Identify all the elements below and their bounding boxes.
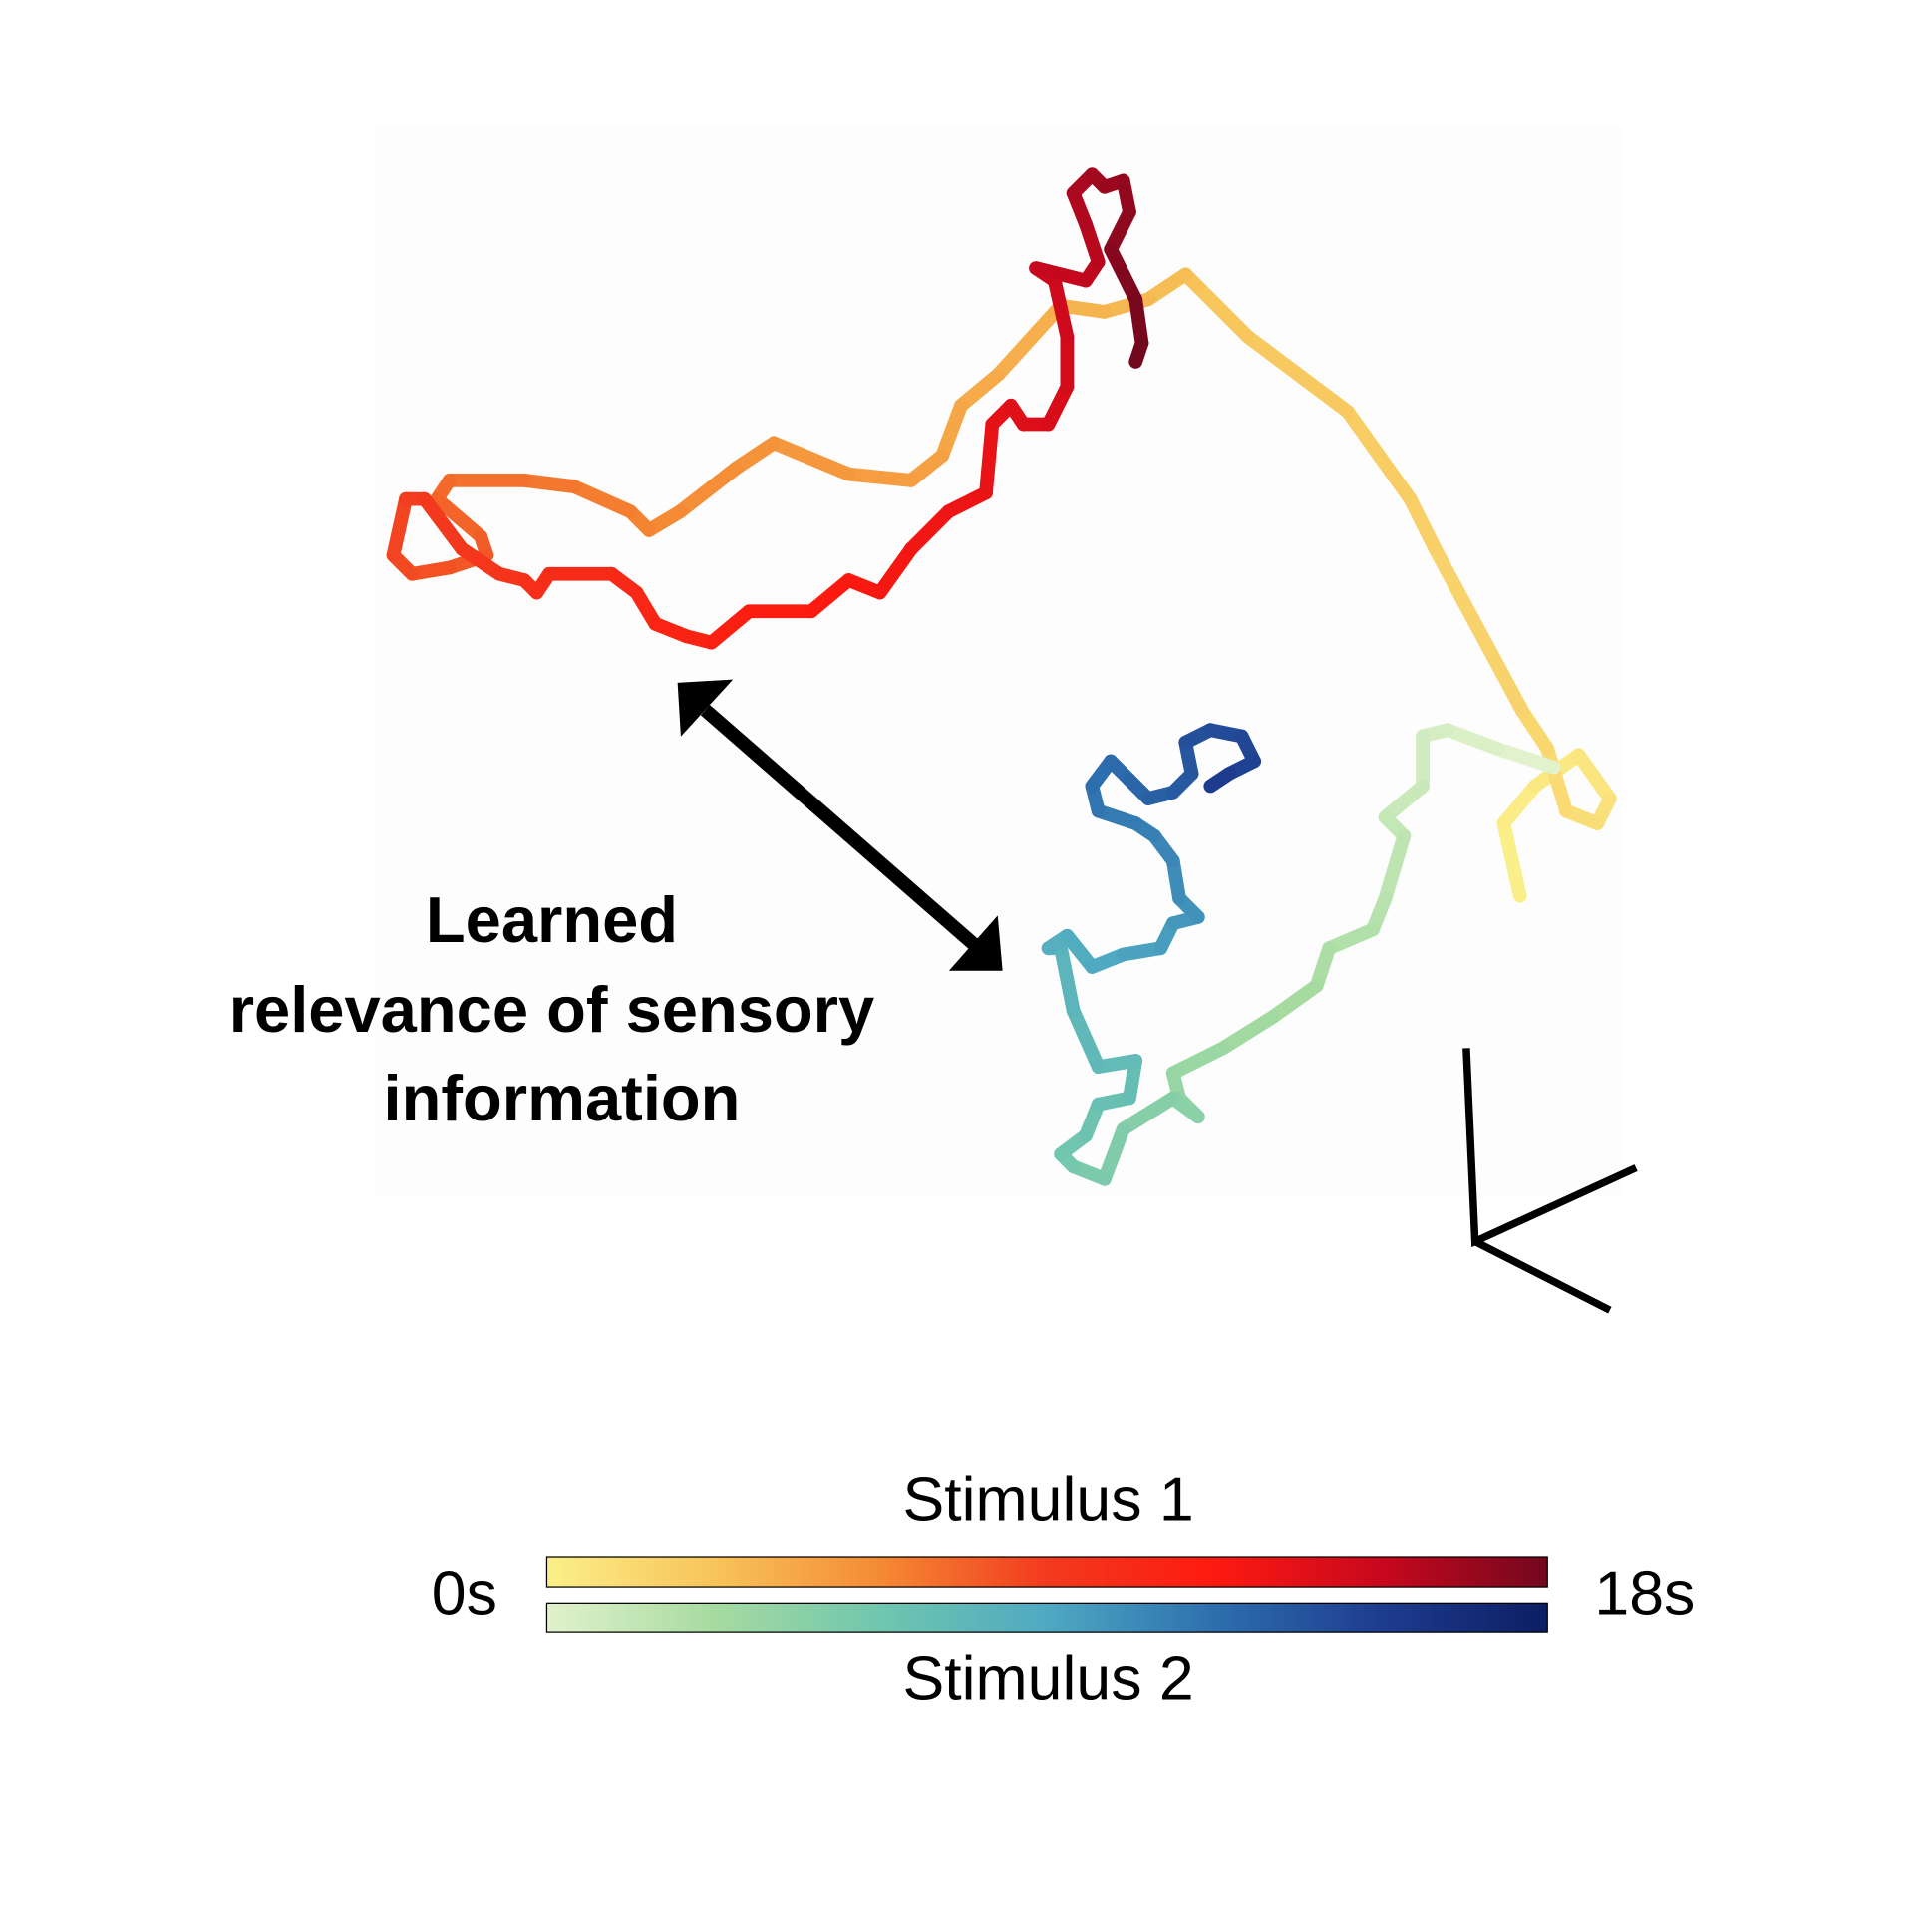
trajectory-segment [417, 491, 470, 556]
trajectory-segment [1378, 828, 1412, 906]
trajectory-segment [1322, 922, 1380, 956]
trajectory-segment [1054, 298, 1112, 319]
trajectory-segment [767, 436, 856, 481]
trajectory-segment [1403, 491, 1443, 556]
colorbar-start-label: 0s [432, 1559, 497, 1629]
trajectory-segment [729, 436, 782, 476]
plot-area [374, 125, 1623, 1198]
trajectory-segment [1047, 273, 1075, 344]
annotation-line-2: relevance of sensory [229, 973, 875, 1046]
trajectory-segment [1515, 704, 1555, 756]
trajectory-segment [430, 491, 488, 544]
trajectory-segment [1116, 1091, 1180, 1136]
trajectory-segment [1540, 742, 1573, 818]
trajectory-segment [455, 541, 506, 581]
annotation-line-3: information [384, 1062, 741, 1134]
trajectory-segment [1104, 204, 1136, 257]
trajectory-segment [1441, 723, 1505, 756]
trajectory-segment [1240, 330, 1355, 419]
trajectory-segment [1098, 1121, 1130, 1186]
trajectory-segment [904, 504, 956, 556]
trajectory-segment [1496, 779, 1542, 830]
stimulus-1-label: Stimulus 1 [903, 1465, 1194, 1535]
trajectory-segment [1066, 1003, 1106, 1075]
trajectory-segment [386, 491, 413, 562]
trajectory-segment [1571, 748, 1617, 805]
trajectory-segment [1341, 405, 1418, 506]
trajectory-segment [1215, 1010, 1280, 1056]
trajectory-segment [1190, 279, 1255, 344]
trajectory-segment [841, 467, 918, 487]
stimulus-2-label: Stimulus 2 [903, 1644, 1194, 1714]
trajectory-segment [1203, 767, 1236, 794]
double-arrow-icon [677, 679, 1003, 971]
stimulus-2-colorbar [545, 1602, 1548, 1633]
trajectory-segment [673, 461, 744, 519]
trajectory-segment [1496, 816, 1527, 903]
trajectory-segment [1378, 779, 1430, 824]
stimulus-1-trajectory [386, 167, 1617, 903]
colorbar-end-label: 18s [1594, 1559, 1695, 1629]
trajectory-segment [1266, 978, 1324, 1024]
trajectory-segment [1041, 380, 1075, 432]
trajectory-segment [991, 298, 1069, 382]
annotation-line-1: Learned [426, 883, 678, 956]
axes-orientation-icon [1462, 1048, 1638, 1314]
trajectory-segment [1128, 336, 1149, 369]
stimulus-2-trajectory [1041, 723, 1561, 1186]
trajectory-segment [704, 604, 757, 650]
trajectory-segment [979, 417, 1000, 500]
trajectory-segment [1490, 742, 1561, 775]
trajectory-segment [1165, 1041, 1230, 1081]
trajectory-segment [517, 473, 581, 494]
trajectory-segment [1054, 941, 1081, 1018]
trajectory-segment [941, 485, 993, 519]
trajectory-segment [872, 541, 918, 600]
trajectory-segment [1140, 267, 1193, 307]
stimulus-1-colorbar [545, 1556, 1548, 1588]
trajectory-segment [804, 573, 856, 619]
trajectory-segment [1128, 292, 1149, 351]
trajectory-segment [567, 480, 638, 519]
trajectory-segment [1029, 261, 1094, 288]
trajectory-segment [935, 398, 968, 463]
trajectory-segment [1428, 541, 1530, 719]
trajectory-segment [954, 367, 1006, 413]
